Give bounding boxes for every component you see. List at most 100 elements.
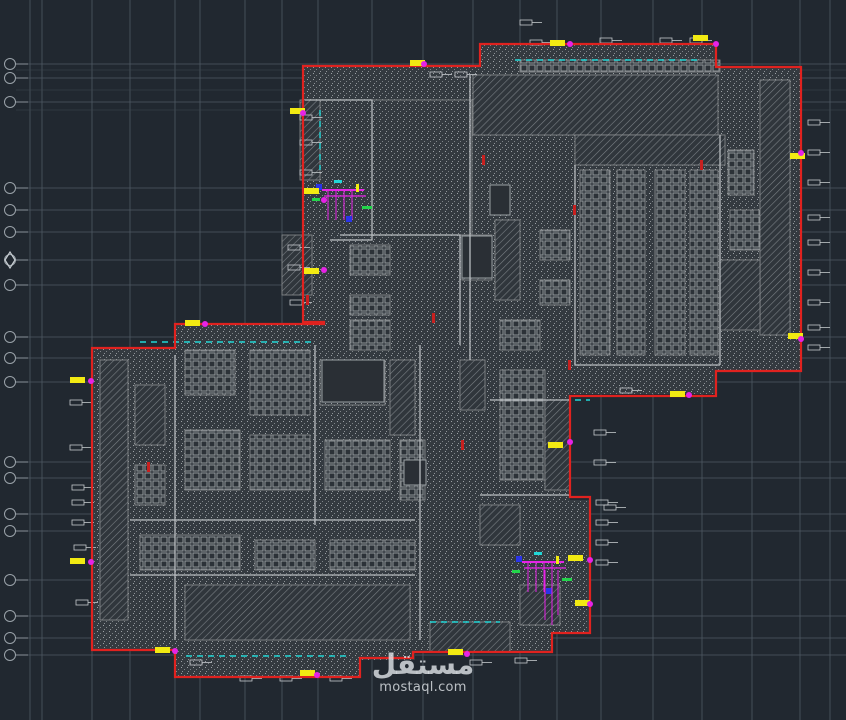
survey-label	[290, 108, 305, 114]
equipment-tag	[659, 37, 673, 44]
survey-point	[798, 150, 804, 156]
red-detail-mark	[700, 160, 703, 170]
survey-point	[713, 41, 719, 47]
grid-axis-bubble	[4, 472, 16, 484]
equipment-tag	[71, 484, 85, 491]
survey-point	[587, 601, 593, 607]
equipment-tag	[595, 499, 609, 506]
grid-axis-bubble	[4, 649, 16, 661]
equipment-tag	[71, 519, 85, 526]
room-block	[729, 209, 761, 251]
sensor-mark	[356, 184, 359, 192]
valve-block	[316, 184, 322, 190]
red-detail-mark	[568, 360, 571, 370]
room-block	[539, 229, 571, 261]
shaft-void	[461, 235, 493, 279]
survey-label	[410, 60, 425, 66]
equipment-tag	[807, 299, 821, 306]
room-block	[249, 434, 311, 491]
equipment-tag	[595, 519, 609, 526]
room-block	[349, 244, 391, 276]
survey-point	[172, 648, 178, 654]
wall-line	[305, 99, 373, 241]
survey-label	[185, 320, 200, 326]
survey-point	[587, 557, 593, 563]
equipment-tag	[71, 499, 85, 506]
equipment-tag	[807, 324, 821, 331]
grid-axis-markers	[4, 58, 28, 661]
room-block	[429, 621, 511, 653]
plan-details	[69, 19, 830, 682]
equipment-tag	[73, 544, 87, 551]
room-block	[499, 319, 541, 351]
sensor-mark	[362, 206, 372, 209]
room-block	[472, 74, 719, 136]
room-block	[727, 149, 755, 196]
red-detail-mark	[147, 462, 150, 472]
survey-label	[155, 647, 170, 653]
survey-label	[304, 268, 319, 274]
survey-markers	[70, 35, 805, 678]
room-block	[349, 294, 391, 316]
survey-point	[321, 197, 327, 203]
sensor-mark	[312, 198, 320, 201]
room-block	[349, 319, 391, 351]
shaft-void	[403, 459, 427, 486]
grid-axis-diamond	[4, 250, 16, 270]
site-boundary-line	[90, 42, 803, 679]
survey-label	[70, 558, 85, 564]
sensor-mark	[534, 552, 542, 555]
survey-label	[788, 333, 803, 339]
survey-label	[304, 188, 319, 194]
grid-axis-bubble	[4, 632, 16, 644]
equipment-tag	[595, 539, 609, 546]
equipment-tag	[807, 179, 821, 186]
survey-label	[693, 35, 708, 41]
survey-point	[567, 41, 573, 47]
room-block	[539, 279, 571, 306]
valve-block	[346, 216, 352, 222]
survey-point	[314, 672, 320, 678]
survey-label	[550, 40, 565, 46]
room-block	[499, 369, 546, 481]
room-block	[519, 59, 721, 73]
room-block	[249, 349, 311, 416]
survey-point	[202, 321, 208, 327]
equipment-tag	[807, 344, 821, 351]
grid-axis-bubble	[4, 58, 16, 70]
grid-axis-bubble	[4, 204, 16, 216]
room-block	[139, 534, 241, 571]
survey-point	[567, 439, 573, 445]
equipment-tag	[469, 659, 483, 666]
equipment-tag	[807, 119, 821, 126]
room-block	[579, 169, 611, 356]
wall-line	[574, 165, 720, 366]
sensor-mark	[334, 180, 342, 183]
survey-point	[88, 378, 94, 384]
room-block	[371, 99, 473, 236]
valve-block	[516, 556, 522, 562]
room-block	[519, 584, 561, 626]
grid-axis-bubble	[4, 279, 16, 291]
equipment-tag	[807, 149, 821, 156]
room-block	[719, 259, 761, 331]
grid-axis-bubble	[4, 574, 16, 586]
survey-label	[670, 391, 685, 397]
grid-axis-bubble	[4, 182, 16, 194]
sensor-mark	[512, 570, 520, 573]
room-block	[329, 539, 416, 571]
survey-point	[464, 651, 470, 657]
survey-label	[300, 670, 315, 676]
grid-axis-bubble	[4, 525, 16, 537]
grid-axis-bubble	[4, 226, 16, 238]
equipment-tag	[519, 19, 533, 26]
grid-axis-bubble	[4, 610, 16, 622]
red-detail-mark	[482, 155, 485, 165]
equipment-tag	[593, 429, 607, 436]
survey-point	[798, 336, 804, 342]
equipment-tag	[69, 444, 83, 451]
room-block	[616, 169, 646, 356]
survey-point	[321, 267, 327, 273]
equipment-tag	[595, 559, 609, 566]
